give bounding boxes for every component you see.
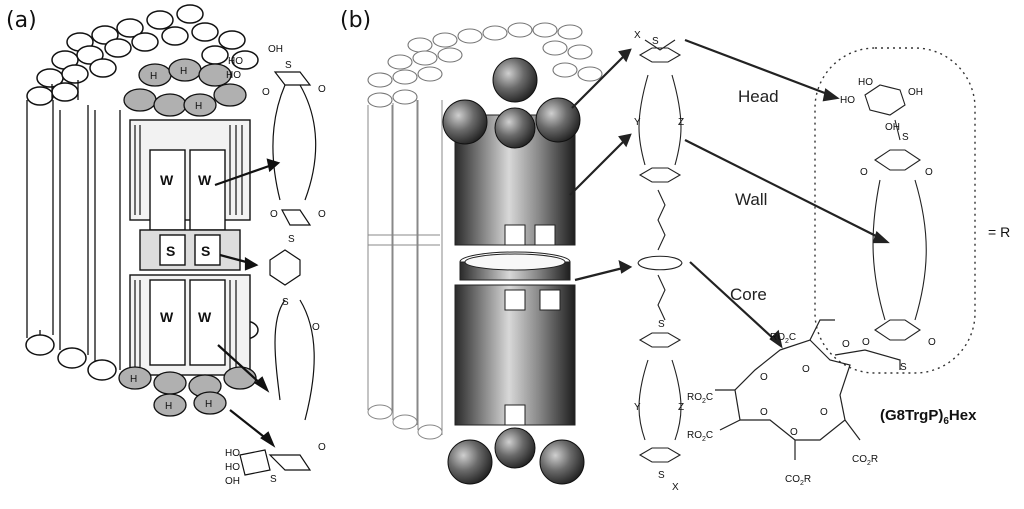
annotation-head: Head bbox=[738, 87, 779, 106]
annotation-wall: Wall bbox=[735, 190, 767, 209]
oh-label-a-1: OH bbox=[268, 44, 283, 55]
head-group-bottom-a bbox=[118, 366, 257, 417]
chain-x-bottom: X bbox=[672, 482, 679, 493]
panel-b-figure: X S Y Z S Y Z S X Head Wall Core = R bbox=[367, 22, 1010, 493]
panel-a-figure: H H H W W S S W W bbox=[25, 4, 326, 487]
r-o-3: O bbox=[862, 337, 870, 348]
arrows-to-chain-b bbox=[569, 48, 633, 282]
chain-structure-a bbox=[239, 71, 317, 476]
chain-s-2: S bbox=[658, 319, 665, 330]
head-group-top-a bbox=[123, 58, 247, 117]
core-ro2c-3: RO2C bbox=[687, 430, 713, 443]
r-group-labels: HO HO OH OH S O O O O S bbox=[840, 77, 936, 373]
chain-structure-b bbox=[637, 39, 683, 463]
wall-cylinder-bottom-a bbox=[129, 274, 251, 376]
wall-letter-a-1: W bbox=[160, 172, 174, 188]
arrows-a bbox=[214, 158, 281, 448]
core-o-2: O bbox=[802, 364, 810, 375]
chain-z-top: Z bbox=[678, 117, 684, 128]
crown-ether-labels: RO2C RO2C RO2C CO2R CO2R O O O O O O bbox=[687, 332, 878, 487]
core-o-4: O bbox=[760, 407, 768, 418]
equals-r-label: = R bbox=[988, 224, 1010, 240]
core-o-1: O bbox=[842, 339, 850, 350]
o-label-a-1: O bbox=[262, 87, 270, 98]
r-group-enclosure bbox=[814, 47, 976, 374]
head-letter-a-2: H bbox=[180, 66, 187, 77]
oh-label-a-2: OH bbox=[225, 476, 240, 487]
o-label-a-3: O bbox=[270, 209, 278, 220]
compound-name: (G8TrgP)6Hex bbox=[880, 407, 977, 427]
spacer-block-a bbox=[139, 229, 241, 271]
r-o-2: O bbox=[925, 167, 933, 178]
r-s-1: S bbox=[902, 132, 909, 143]
core-ro2c-2: RO2C bbox=[687, 392, 713, 405]
sugar-oh-1: OH bbox=[908, 87, 923, 98]
wall-letter-a-3: W bbox=[160, 309, 174, 325]
core-ro2c-1: RO2C bbox=[770, 332, 796, 345]
chain-s-3: S bbox=[658, 470, 665, 481]
core-o-3: O bbox=[820, 407, 828, 418]
chain-s-1: S bbox=[652, 36, 659, 47]
core-o-6: O bbox=[760, 372, 768, 383]
background-tube-tops-a bbox=[26, 4, 259, 106]
o-label-a-5: O bbox=[312, 322, 320, 333]
panel-b-label: (b) bbox=[340, 8, 372, 33]
chem-labels-a: OH HO HO S O O O O S S O O HO HO OH S bbox=[225, 44, 326, 487]
chain-z-bottom: Z bbox=[678, 402, 684, 413]
sugar-ho-1: HO bbox=[858, 77, 873, 88]
r-o-1: O bbox=[860, 167, 868, 178]
chain-labels-b: X S Y Z S Y Z S X bbox=[634, 30, 684, 493]
chain-y-top: Y bbox=[634, 117, 641, 128]
o-label-a-2: O bbox=[318, 84, 326, 95]
chain-y-bottom: Y bbox=[634, 402, 641, 413]
annotation-arrows-b bbox=[684, 38, 890, 349]
head-spheres-bottom-b bbox=[447, 427, 585, 485]
wall-letter-a-4: W bbox=[198, 309, 212, 325]
background-tube-bottoms-b bbox=[367, 404, 443, 440]
panel-a-label: (a) bbox=[6, 8, 37, 33]
panel-b: (b) bbox=[340, 0, 1024, 505]
background-tube-bodies-a bbox=[26, 80, 121, 370]
ho-label-a-2: HO bbox=[226, 70, 241, 81]
core-disk-b bbox=[459, 251, 571, 281]
ho-label-a-1: HO bbox=[228, 56, 243, 67]
r-o-4: O bbox=[928, 337, 936, 348]
r-s-2: S bbox=[900, 362, 907, 373]
s-label-a-3: S bbox=[282, 297, 289, 308]
annotation-core: Core bbox=[730, 285, 767, 304]
spacer-letter-a-2: S bbox=[201, 243, 210, 259]
sugar-ho-2: HO bbox=[840, 95, 855, 106]
s-label-a-4: S bbox=[270, 474, 277, 485]
wall-letter-a-2: W bbox=[198, 172, 212, 188]
core-co2r-1: CO2R bbox=[852, 454, 878, 467]
o-label-a-6: O bbox=[318, 442, 326, 453]
ho-label-a-3: HO bbox=[225, 448, 240, 459]
s-label-a-1: S bbox=[285, 60, 292, 71]
background-tube-tops-b bbox=[367, 22, 603, 108]
wall-cylinder-bottom-b bbox=[454, 284, 576, 426]
chain-x-top: X bbox=[634, 30, 641, 41]
head-letter-a-5: H bbox=[165, 401, 172, 412]
crown-ether-core bbox=[715, 319, 901, 460]
s-label-a-2: S bbox=[288, 234, 295, 245]
spacer-letter-a-1: S bbox=[166, 243, 175, 259]
core-o-5: O bbox=[790, 427, 798, 438]
o-label-a-4: O bbox=[318, 209, 326, 220]
head-letter-a-1: H bbox=[150, 71, 157, 82]
core-co2r-2: CO2R bbox=[785, 474, 811, 487]
head-letter-a-4: H bbox=[130, 374, 137, 385]
sugar-oh-2: OH bbox=[885, 122, 900, 133]
head-letter-a-6: H bbox=[205, 399, 212, 410]
head-letter-a-3: H bbox=[195, 101, 202, 112]
panel-a: (a) H H H bbox=[0, 0, 340, 505]
head-spheres-top-b bbox=[442, 57, 581, 149]
r-group-structure bbox=[864, 84, 927, 341]
wall-cylinder-top-a bbox=[129, 119, 251, 231]
background-tube-bodies-b bbox=[367, 100, 443, 435]
ho-label-a-4: HO bbox=[225, 462, 240, 473]
